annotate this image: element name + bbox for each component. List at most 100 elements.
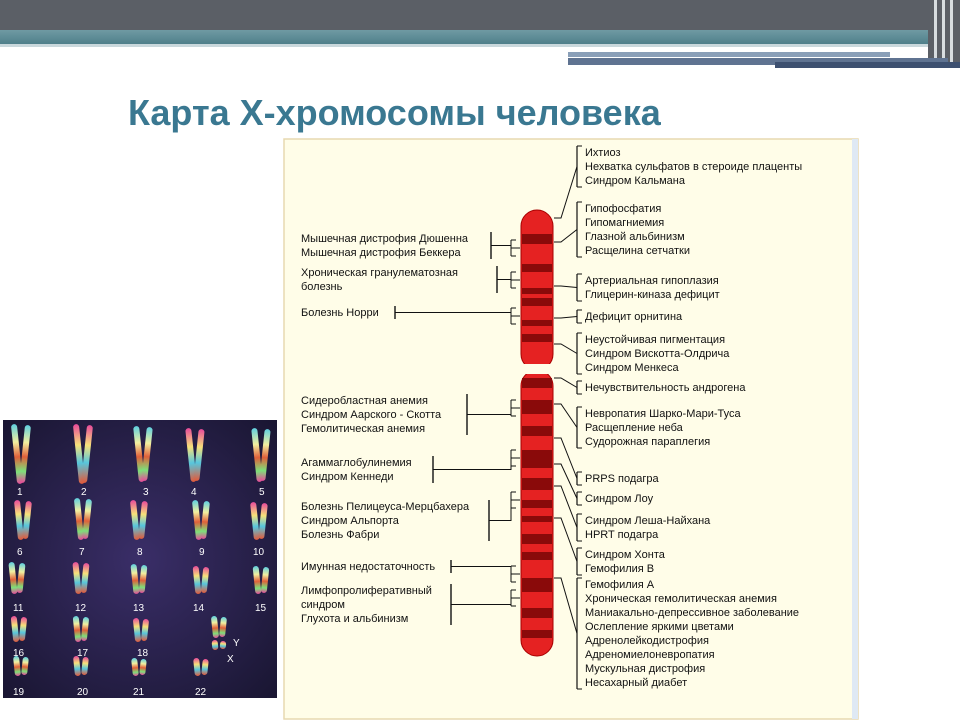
- gene-label: Глицерин-киназа дефицит: [585, 289, 720, 301]
- karyotype-label: 16: [13, 648, 25, 659]
- centromere: [519, 364, 555, 374]
- chromosome-band: [522, 500, 552, 508]
- right-label-group: PRPS подагра: [585, 473, 660, 485]
- karyotype-label: Y: [233, 638, 240, 649]
- left-label-group: Имунная недостаточность: [301, 561, 435, 573]
- gene-label: Адреномиелоневропатия: [585, 649, 715, 661]
- gene-label: Ослепление яркими цветами: [585, 621, 734, 633]
- gene-label: Болезнь Фабри: [301, 529, 379, 541]
- right-label-group: Дефицит орнитина: [585, 311, 683, 323]
- gene-label: Несахарный диабет: [585, 677, 687, 689]
- gene-label: Нехватка сульфатов в стероиде плаценты: [585, 161, 802, 173]
- karyotype-label: 20: [77, 687, 89, 698]
- karyotype-label: 12: [75, 603, 87, 614]
- gene-label: Лимфопролиферативный: [301, 585, 432, 597]
- chromosome-band: [522, 552, 552, 560]
- gene-label: синдром: [301, 599, 345, 611]
- gene-label: Синдром Кальмана: [585, 175, 686, 187]
- diagram-edge: [852, 139, 858, 719]
- gene-label: Гипофосфатия: [585, 203, 661, 215]
- karyotype-label: 2: [81, 487, 87, 498]
- karyotype-label: 19: [13, 687, 25, 698]
- top-bar: [0, 0, 960, 30]
- gene-label: Синдром Аарского - Скотта: [301, 409, 442, 421]
- connector-lines: [394, 145, 582, 690]
- karyotype-label: 22: [195, 687, 207, 698]
- karyotype-label: 21: [133, 687, 145, 698]
- karyotype-label: 8: [137, 547, 143, 558]
- karyotype-label: 17: [77, 648, 89, 659]
- right-label-group: Синдром Лоу: [585, 493, 654, 505]
- gene-label: Маниакально-депрессивное заболевание: [585, 607, 799, 619]
- gene-label: болезнь: [301, 281, 343, 293]
- gene-label: Сидеробластная анемия: [301, 395, 428, 407]
- decor-line: [568, 52, 890, 57]
- gene-label: Хроническая гемолитическая анемия: [585, 593, 777, 605]
- gene-label: Имунная недостаточность: [301, 561, 435, 573]
- karyotype-label: X: [227, 654, 234, 665]
- gene-label: Глухота и альбинизм: [301, 613, 408, 625]
- slide-title: Карта X-хромосомы человека: [128, 92, 661, 133]
- gene-label: Синдром Лоу: [585, 493, 654, 505]
- chromosome-band: [522, 378, 552, 388]
- right-label-group: Нечувствительность андрогена: [585, 382, 746, 394]
- gene-label: Синдром Менкеса: [585, 362, 679, 374]
- gene-label: Агаммаглобулинемия: [301, 457, 412, 469]
- corner-decoration: [928, 0, 960, 68]
- gene-label: Гипомагниемия: [585, 217, 664, 229]
- karyotype-label: 11: [13, 603, 24, 614]
- gene-label: Мышечная дистрофия Дюшенна: [301, 233, 469, 245]
- chromosome-band: [522, 320, 552, 326]
- gene-label: Мышечная дистрофия Беккера: [301, 247, 461, 259]
- karyotype-label: 6: [17, 547, 23, 558]
- karyotype-label: 18: [137, 648, 149, 659]
- gene-label: Гемолитическая анемия: [301, 423, 425, 435]
- diagram-background: [283, 138, 859, 720]
- gene-label: Нечувствительность андрогена: [585, 382, 746, 394]
- gene-label: Синдром Леша-Найхана: [585, 515, 711, 527]
- karyotype-label: 7: [79, 547, 85, 558]
- header-strip-highlight: [0, 44, 930, 47]
- chromosome-band: [522, 478, 552, 490]
- x-chromosome: [519, 209, 555, 657]
- gene-label: Мускульная дистрофия: [585, 663, 705, 675]
- chromosome-band: [522, 630, 552, 638]
- gene-label: Расщелина сетчатки: [585, 245, 690, 257]
- karyotype-label: 4: [191, 487, 197, 498]
- chromosome-band: [522, 534, 552, 544]
- chromosome-band: [522, 234, 552, 244]
- chromosome-band: [522, 288, 552, 294]
- decor-line: [775, 62, 960, 68]
- left-label-group: Болезнь Норри: [301, 307, 379, 319]
- gene-label: Хроническая гранулематозная: [301, 267, 458, 279]
- gene-label: PRPS подагра: [585, 473, 660, 485]
- decor-line: [568, 58, 948, 65]
- chromosome-band: [522, 298, 552, 306]
- gene-label: Гемофилия А: [585, 579, 655, 591]
- gene-label: Синдром Альпорта: [301, 515, 400, 527]
- gene-label: Синдром Вискотта-Олдрича: [585, 348, 730, 360]
- gene-label: HPRT подагра: [585, 529, 659, 541]
- gene-label: Болезнь Пелицеуса-Мерцбахера: [301, 501, 470, 513]
- karyotype-label: 9: [199, 547, 205, 558]
- gene-label: Ихтиоз: [585, 147, 621, 159]
- karyotype-label: 14: [193, 603, 205, 614]
- karyotype-label: 3: [143, 487, 149, 498]
- gene-label: Расщепление неба: [585, 422, 684, 434]
- chromosome-band: [522, 578, 552, 592]
- gene-label: Невропатия Шарко-Мари-Туса: [585, 408, 742, 420]
- gene-label: Глазной альбинизм: [585, 231, 685, 243]
- gene-label: Судорожная параплегия: [585, 436, 710, 448]
